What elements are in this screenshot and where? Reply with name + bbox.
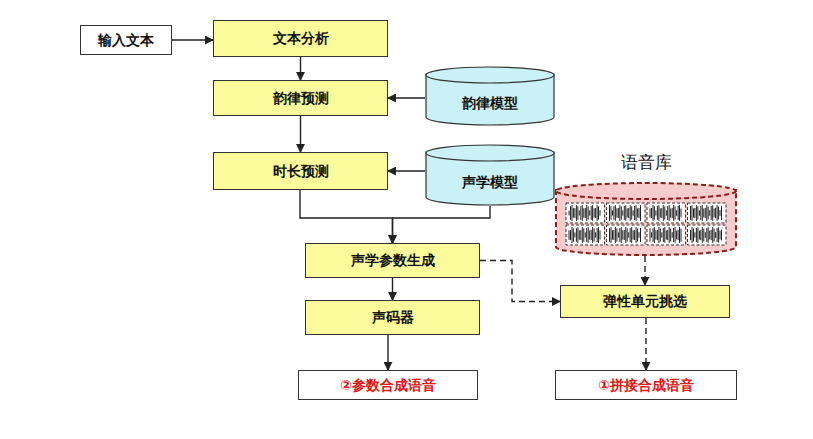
flow-arrow (392, 278, 393, 300)
speech-database: 语音库 (555, 182, 737, 256)
process-box: 韵律预测 (213, 80, 388, 116)
process-box: 声码器 (305, 300, 480, 335)
flow-arrow (300, 116, 301, 152)
node-label: 输入文本 (98, 32, 154, 49)
cylinder-outline (555, 182, 737, 256)
flow-arrow (644, 256, 645, 285)
output-box: ②参数合成语音 (298, 370, 478, 400)
node-label: 韵律模型 (462, 95, 518, 112)
model-cylinder: 韵律模型 (425, 66, 555, 126)
process-box: 时长预测 (213, 152, 388, 190)
flow-arrow (300, 190, 393, 243)
flow-arrow (300, 57, 301, 80)
node-heading: 语音库 (555, 152, 737, 172)
output-box: ①拼接合成语音 (555, 370, 737, 400)
flow-arrow (480, 261, 560, 302)
flow-arrow (387, 335, 388, 370)
model-cylinder: 声学模型 (425, 144, 555, 206)
process-box: 声学参数生成 (305, 243, 480, 278)
process-box: 弹性单元挑选 (560, 285, 730, 318)
node-label: 文本分析 (273, 30, 329, 47)
node-label: 时长预测 (273, 163, 329, 180)
flow-arrow (388, 97, 425, 98)
node-label: 韵律预测 (273, 90, 329, 107)
node-label: 声码器 (372, 309, 414, 326)
node-label: 声学参数生成 (351, 252, 435, 269)
node-label: 弹性单元挑选 (603, 293, 687, 310)
input-box: 输入文本 (80, 25, 172, 55)
node-label: 声学模型 (462, 174, 518, 191)
node-label: ②参数合成语音 (340, 377, 436, 394)
flow-arrow (393, 206, 491, 243)
flow-arrow (388, 170, 425, 171)
flow-arrow (645, 318, 646, 370)
node-label: ①拼接合成语音 (598, 377, 694, 394)
process-box: 文本分析 (213, 20, 388, 57)
flow-arrow (172, 39, 213, 40)
